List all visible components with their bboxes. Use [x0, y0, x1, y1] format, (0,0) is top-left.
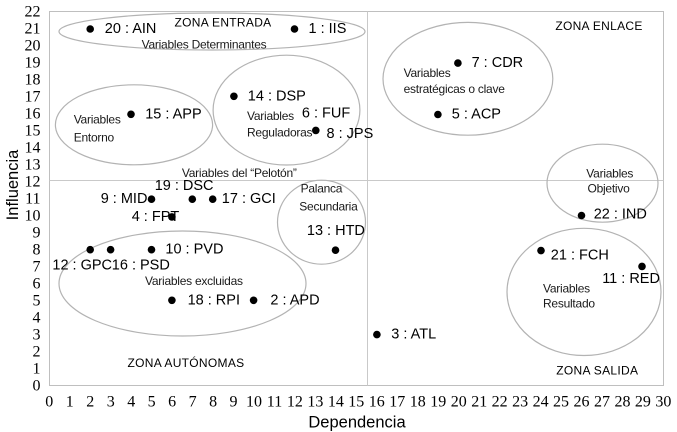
- svg-text:8: 8: [209, 394, 217, 411]
- svg-text:14: 14: [25, 140, 41, 157]
- svg-text:17: 17: [25, 89, 41, 106]
- svg-text:3: 3: [33, 327, 41, 344]
- svg-text:19: 19: [430, 394, 446, 411]
- svg-text:20: 20: [451, 394, 467, 411]
- svg-text:5: 5: [33, 293, 41, 310]
- svg-text:16: 16: [25, 106, 41, 123]
- svg-text:23: 23: [512, 394, 528, 411]
- svg-text:20: 20: [25, 38, 41, 55]
- svg-text:10: 10: [25, 208, 41, 225]
- svg-text:4 : FPT: 4 : FPT: [132, 209, 180, 225]
- svg-text:26: 26: [574, 394, 590, 411]
- svg-text:2: 2: [33, 344, 41, 361]
- svg-text:13: 13: [25, 157, 41, 174]
- svg-text:5: 5: [148, 394, 156, 411]
- svg-text:6 : FUF: 6 : FUF: [302, 106, 350, 122]
- svg-text:1: 1: [33, 361, 41, 378]
- svg-text:30: 30: [655, 394, 671, 411]
- svg-text:17: 17: [389, 394, 405, 411]
- svg-text:16 : PSD: 16 : PSD: [112, 257, 170, 273]
- svg-text:20 : AIN: 20 : AIN: [105, 21, 157, 37]
- svg-text:2: 2: [86, 394, 94, 411]
- svg-text:9 : MID: 9 : MID: [101, 191, 148, 207]
- svg-text:27: 27: [594, 394, 610, 411]
- svg-text:24: 24: [533, 394, 549, 411]
- svg-text:11: 11: [25, 191, 40, 208]
- svg-text:11: 11: [267, 394, 282, 411]
- svg-text:8 : JPS: 8 : JPS: [327, 126, 374, 142]
- svg-text:0: 0: [45, 394, 53, 411]
- svg-text:Reguladoras: Reguladoras: [247, 126, 313, 140]
- svg-text:19 : DSC: 19 : DSC: [155, 178, 214, 194]
- svg-text:7 : CDR: 7 : CDR: [472, 55, 524, 71]
- svg-text:21 : FCH: 21 : FCH: [551, 248, 609, 264]
- svg-text:17 : GCI: 17 : GCI: [222, 191, 276, 207]
- svg-text:estratégicas o clave: estratégicas o clave: [404, 82, 506, 96]
- svg-text:9: 9: [230, 394, 238, 411]
- svg-text:ZONA AUTÓNOMAS: ZONA AUTÓNOMAS: [128, 355, 245, 370]
- svg-text:6: 6: [168, 394, 176, 411]
- svg-text:11 : RED: 11 : RED: [602, 271, 660, 287]
- svg-text:Variables: Variables: [586, 167, 633, 181]
- svg-text:5 : ACP: 5 : ACP: [452, 107, 501, 123]
- svg-text:7: 7: [33, 259, 41, 276]
- svg-text:Variables: Variables: [74, 112, 121, 126]
- svg-text:Variables excluidas: Variables excluidas: [145, 274, 243, 288]
- svg-text:12 : GPC: 12 : GPC: [52, 257, 112, 273]
- svg-text:18: 18: [25, 72, 41, 89]
- svg-text:13: 13: [307, 394, 323, 411]
- svg-text:25: 25: [553, 394, 569, 411]
- svg-text:22: 22: [492, 394, 508, 411]
- svg-text:2 : APD: 2 : APD: [270, 292, 319, 308]
- svg-text:10 : PVD: 10 : PVD: [165, 242, 223, 258]
- svg-text:15: 15: [25, 123, 41, 140]
- svg-text:Variables: Variables: [543, 282, 590, 296]
- svg-text:ZONA ENLACE: ZONA ENLACE: [555, 19, 642, 33]
- svg-text:Influencia: Influencia: [4, 149, 22, 220]
- svg-text:12: 12: [25, 174, 41, 191]
- svg-text:1: 1: [66, 394, 74, 411]
- svg-text:Dependencia: Dependencia: [308, 414, 406, 432]
- svg-text:18 : RPI: 18 : RPI: [188, 292, 240, 308]
- svg-text:Resultado: Resultado: [543, 296, 595, 310]
- svg-text:15: 15: [348, 394, 364, 411]
- svg-text:Secundaria: Secundaria: [299, 199, 358, 213]
- svg-text:Variables: Variables: [404, 66, 451, 80]
- svg-text:22: 22: [25, 4, 41, 21]
- svg-text:19: 19: [25, 55, 41, 72]
- svg-text:1 : IIS: 1 : IIS: [309, 21, 347, 37]
- svg-text:29: 29: [635, 394, 651, 411]
- svg-text:Variables: Variables: [247, 109, 294, 123]
- svg-text:ZONA SALIDA: ZONA SALIDA: [556, 363, 638, 377]
- svg-text:6: 6: [33, 276, 41, 293]
- svg-text:28: 28: [615, 394, 631, 411]
- svg-text:13 : HTD: 13 : HTD: [307, 223, 365, 239]
- svg-text:ZONA ENTRADA: ZONA ENTRADA: [175, 15, 272, 29]
- svg-text:16: 16: [369, 394, 385, 411]
- svg-text:7: 7: [189, 394, 197, 411]
- svg-text:Palanca: Palanca: [301, 181, 343, 195]
- svg-text:Objetivo: Objetivo: [588, 182, 631, 196]
- svg-text:12: 12: [287, 394, 303, 411]
- svg-text:22 : IND: 22 : IND: [594, 207, 647, 223]
- svg-text:3 : ATL: 3 : ATL: [391, 327, 436, 343]
- svg-text:0: 0: [33, 378, 41, 395]
- svg-text:Variables del “Pelotón”: Variables del “Pelotón”: [182, 166, 297, 180]
- svg-text:3: 3: [107, 394, 115, 411]
- svg-text:21: 21: [25, 21, 41, 38]
- svg-text:14 : DSP: 14 : DSP: [248, 88, 306, 104]
- svg-text:4: 4: [127, 394, 135, 411]
- svg-text:18: 18: [410, 394, 426, 411]
- svg-text:9: 9: [33, 225, 41, 242]
- svg-text:14: 14: [328, 394, 344, 411]
- svg-text:21: 21: [471, 394, 487, 411]
- svg-text:Variables Determinantes: Variables Determinantes: [142, 37, 267, 51]
- svg-text:15 : APP: 15 : APP: [145, 106, 201, 122]
- svg-text:8: 8: [33, 242, 41, 259]
- svg-text:4: 4: [33, 310, 41, 327]
- svg-text:10: 10: [246, 394, 262, 411]
- svg-text:Entorno: Entorno: [74, 130, 115, 144]
